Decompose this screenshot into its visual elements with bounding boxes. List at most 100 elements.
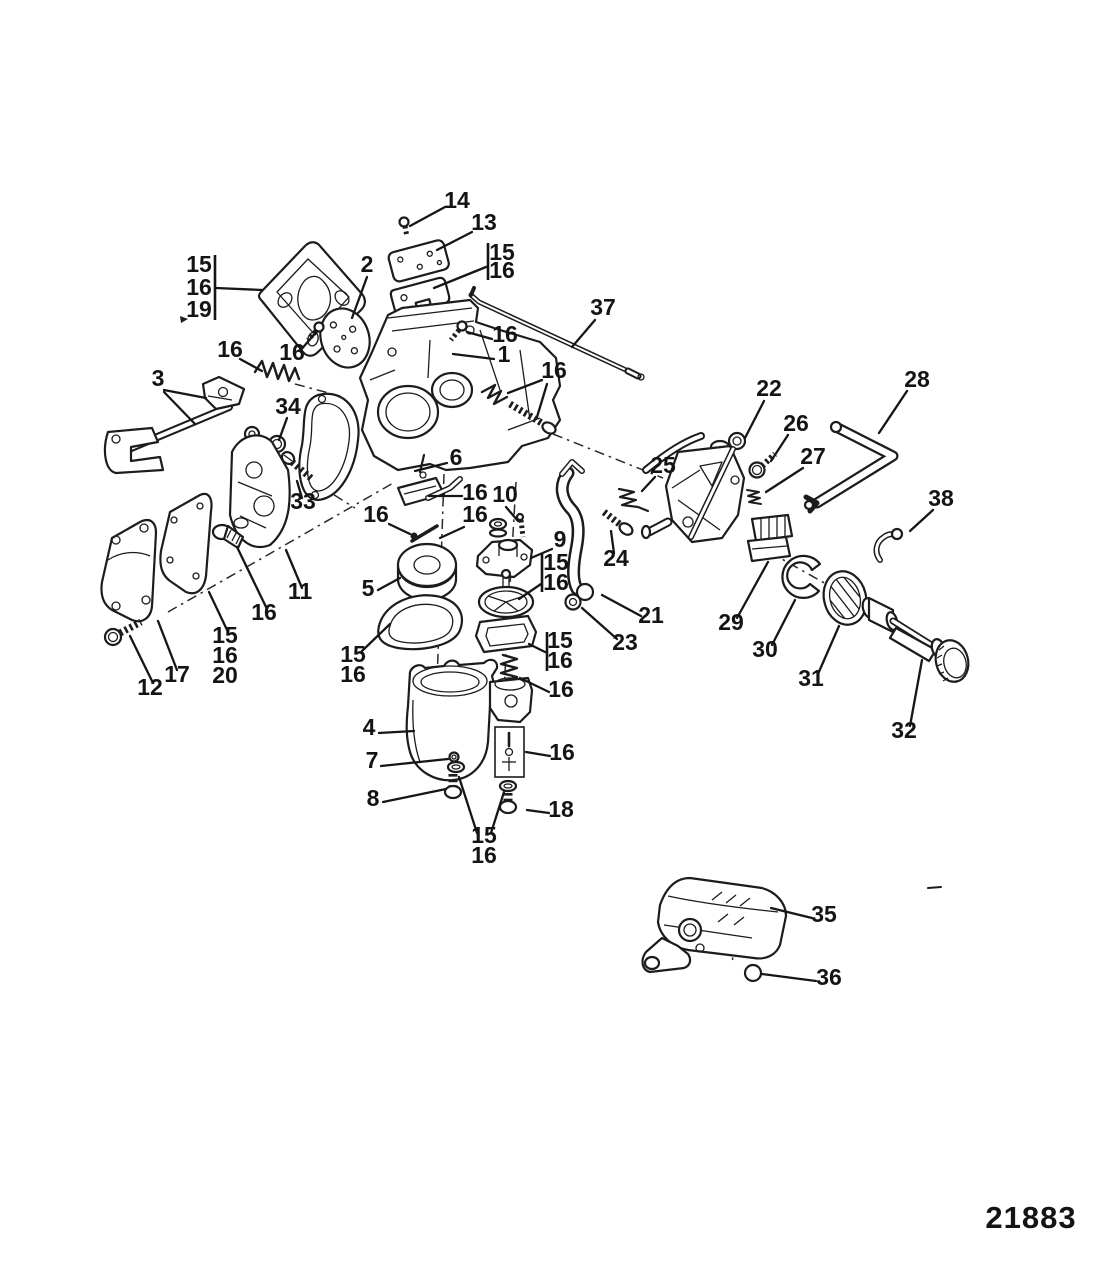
bracket-hole <box>111 434 121 444</box>
cover-screw <box>111 535 121 545</box>
leader-line <box>156 619 179 672</box>
washer <box>564 593 582 611</box>
callout-16: 16 <box>279 339 305 365</box>
leader-line <box>600 593 643 618</box>
throttle-link-lever <box>425 476 463 501</box>
washer-hole <box>493 521 503 527</box>
pivot-eye <box>727 431 747 451</box>
pump-body <box>228 425 291 549</box>
knurled-disc <box>822 570 868 626</box>
callout-11: 11 <box>288 578 313 604</box>
seat-bore <box>504 694 518 708</box>
callout-16: 16 <box>548 676 574 702</box>
plate-hole <box>192 572 200 580</box>
leader-line <box>207 590 230 634</box>
screw-shank <box>601 509 625 529</box>
knob-ribs <box>936 645 949 682</box>
bowl-rim <box>412 665 488 697</box>
callout-27: 27 <box>800 443 826 469</box>
gasket-opening <box>297 275 332 321</box>
washer-stack <box>488 517 508 538</box>
o-ring <box>498 779 518 793</box>
callout-22: 22 <box>756 375 782 401</box>
plate-hole <box>397 256 404 263</box>
callout-15: 15 <box>547 627 573 653</box>
body-rib <box>519 349 531 421</box>
retainer-clip <box>873 527 904 563</box>
housing-port-inner <box>683 923 697 937</box>
pump-valve <box>233 517 249 529</box>
rod-clevis-core <box>626 369 640 378</box>
block-hole <box>482 556 490 564</box>
leader-line <box>570 318 597 349</box>
plate-cutout <box>699 461 723 487</box>
seat-outline <box>488 676 534 724</box>
leader-line <box>387 522 412 536</box>
leader-line <box>162 390 197 426</box>
drain-plug-left <box>443 760 466 800</box>
body-boss <box>387 347 397 357</box>
leader-line <box>535 382 549 419</box>
arm-foot <box>575 582 595 602</box>
screw-head <box>456 320 468 332</box>
callout-16: 16 <box>212 642 238 668</box>
screw-shank <box>508 400 547 429</box>
arm-band-core <box>813 423 897 507</box>
plate-hole <box>416 263 423 270</box>
plug-head <box>498 799 518 815</box>
plate-hole <box>436 259 443 266</box>
plug-ribs <box>226 529 241 545</box>
callout-30: 30 <box>752 636 778 662</box>
scan-speck <box>180 316 188 323</box>
needle-valve <box>515 512 526 538</box>
leader-line <box>525 808 551 815</box>
plate-hole <box>166 556 174 564</box>
callout-13: 13 <box>471 209 497 235</box>
plate-hole <box>682 516 694 528</box>
float-chamber-ring <box>396 542 458 602</box>
screw-head <box>541 421 557 435</box>
leader-line <box>518 676 551 694</box>
diaphragm-spokes <box>487 595 525 612</box>
venturi-bore <box>376 384 440 440</box>
venturi-bore-inner <box>385 392 431 432</box>
pump-lever <box>237 481 273 497</box>
leader-line <box>764 466 805 494</box>
o-ring-hole <box>451 764 461 770</box>
cover-screw <box>139 523 149 533</box>
lever-detail <box>207 395 233 401</box>
bowl-wall <box>412 699 421 763</box>
arm-rivet <box>695 943 705 953</box>
side-bore <box>430 371 474 409</box>
screw-head <box>398 216 410 228</box>
seat-top <box>494 677 526 691</box>
needle-body <box>518 519 526 538</box>
shift-block <box>746 513 794 563</box>
screw-head-inner <box>107 631 119 643</box>
leader-line <box>214 286 264 292</box>
callout-17: 17 <box>164 661 190 687</box>
callout-15: 15 <box>471 822 497 848</box>
leader-line <box>524 750 552 758</box>
callout-15: 15 <box>186 251 212 277</box>
housing-ridge <box>667 895 779 913</box>
diaphragm-hole <box>333 345 341 353</box>
clevis-eye <box>637 373 645 381</box>
leader-lines <box>128 205 935 983</box>
rod-hook <box>469 286 476 297</box>
leader-line <box>295 479 304 500</box>
pivot-eye-hole <box>732 436 742 446</box>
screw-shank <box>118 618 143 637</box>
axis-line <box>167 481 396 613</box>
plate-hole <box>196 502 204 510</box>
bracket-plate <box>664 444 746 544</box>
knob-face <box>943 647 967 679</box>
callout-21: 21 <box>638 602 664 628</box>
ring-hole <box>413 555 441 575</box>
arm-foot-hole <box>803 499 815 511</box>
link-rod <box>468 286 645 381</box>
gasket-outer <box>377 594 463 651</box>
block-lower <box>746 535 792 563</box>
body-rib <box>427 339 431 379</box>
bowl-rim-inner <box>420 671 480 693</box>
